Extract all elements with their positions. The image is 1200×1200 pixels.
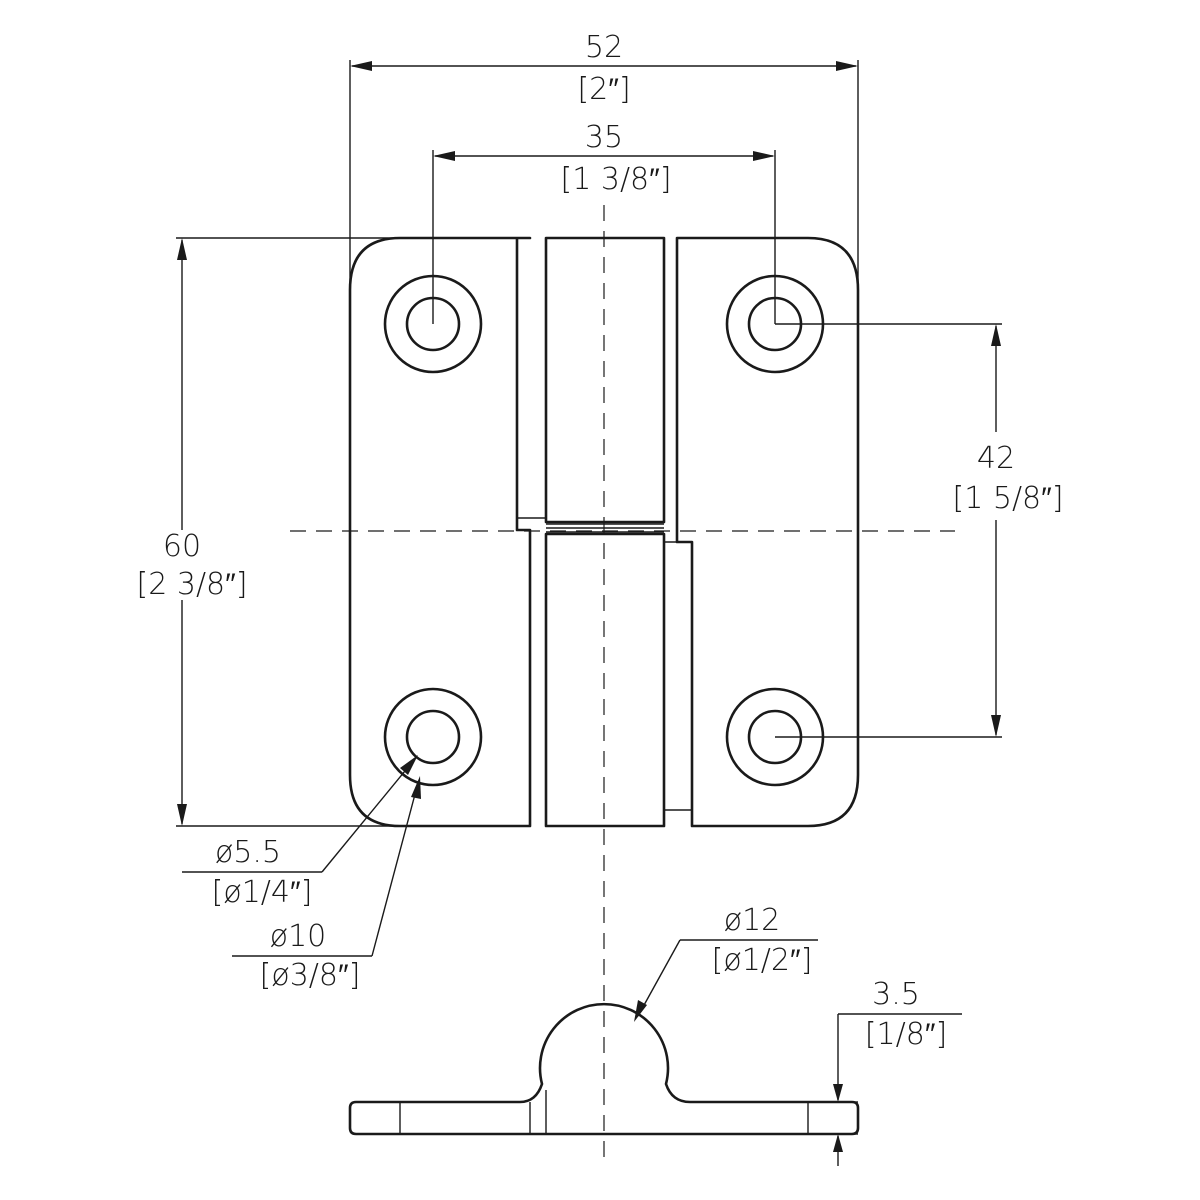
dimension-hole-spacing-vertical: 42 [1 5/8″] xyxy=(775,323,1064,738)
screw-hole-bottom-left xyxy=(383,687,483,787)
counterbore-diameter-imperial: [ø3/8″] xyxy=(260,958,361,993)
leader-knuckle-diameter: ø12 [ø1/2″] xyxy=(634,903,818,1022)
hole-spacing-vertical-imperial: [1 5/8″] xyxy=(953,481,1064,516)
leader-hole-diameter: ø5.5 [ø1/4″] xyxy=(182,755,418,910)
dimension-hole-spacing-horizontal: 35 [1 3/8″] xyxy=(432,120,776,324)
knuckle-diameter-metric: ø12 xyxy=(724,903,781,938)
counterbore-diameter-metric: ø10 xyxy=(270,919,327,954)
lower-knuckle xyxy=(544,532,666,828)
hinge-side-view xyxy=(348,1002,860,1136)
overall-height-metric: 60 xyxy=(163,529,201,564)
overall-width-imperial: [2″] xyxy=(577,72,630,107)
leaf-thickness-metric: 3.5 xyxy=(872,977,920,1012)
hole-spacing-vertical-metric: 42 xyxy=(977,441,1015,476)
knuckle-diameter-imperial: [ø1/2″] xyxy=(712,943,813,978)
leaf-thickness-imperial: [1/8″] xyxy=(865,1017,947,1052)
hole-diameter-metric: ø5.5 xyxy=(215,835,281,870)
side-profile xyxy=(348,1002,860,1136)
upper-knuckle xyxy=(544,236,666,524)
dimension-overall-width: 52 [2″] xyxy=(349,30,859,290)
leader-counterbore-diameter: ø10 [ø3/8″] xyxy=(232,776,421,993)
left-leaf xyxy=(348,236,532,828)
hole-spacing-horizontal-metric: 35 xyxy=(585,120,623,155)
hole-diameter-imperial: [ø1/4″] xyxy=(212,875,313,910)
dimension-overall-height: 60 [2 3/8″] xyxy=(137,237,400,827)
overall-width-metric: 52 xyxy=(585,30,623,65)
dimension-leaf-thickness: 3.5 [1/8″] xyxy=(833,977,962,1166)
hole-spacing-horizontal-imperial: [1 3/8″] xyxy=(561,162,672,197)
overall-height-imperial: [2 3/8″] xyxy=(137,567,248,602)
right-leaf xyxy=(675,236,860,828)
